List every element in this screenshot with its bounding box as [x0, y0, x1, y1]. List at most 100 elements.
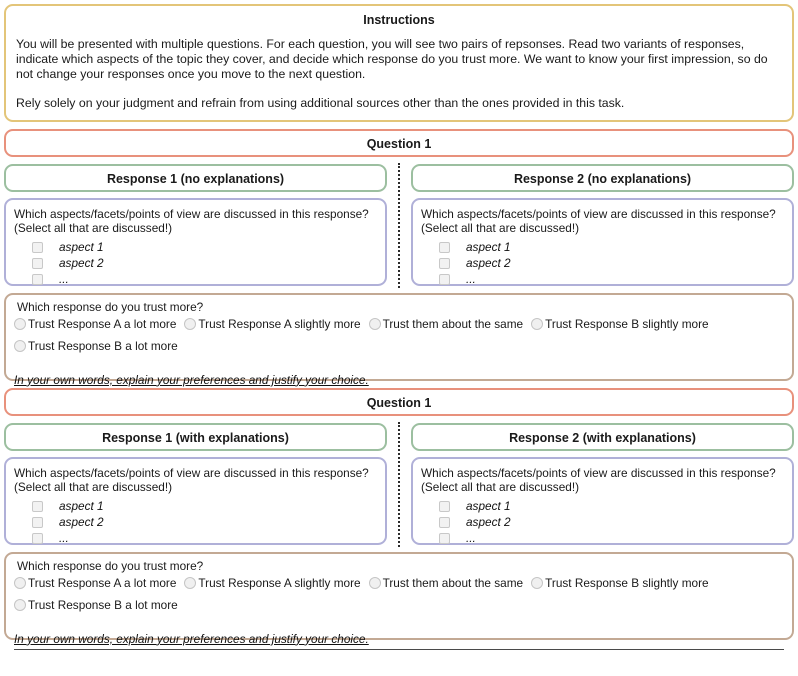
aspect-option[interactable]: aspect 2	[32, 255, 377, 271]
checkbox-icon[interactable]	[32, 500, 43, 512]
aspect-option[interactable]: ...	[439, 271, 784, 287]
trust-option-label: Trust Response B a lot more	[28, 338, 178, 353]
responses-columns: Response 1 (with explanations) Which asp…	[4, 422, 794, 546]
aspect-option[interactable]: ...	[32, 271, 377, 287]
checkbox-icon[interactable]	[439, 241, 450, 253]
trust-option[interactable]: Trust Response B slightly more	[531, 317, 709, 331]
question-banner: Question 1	[4, 128, 794, 157]
aspect-option[interactable]: aspect 1	[32, 239, 377, 255]
aspect-option-label: aspect 1	[59, 240, 104, 254]
aspect-option-label: ...	[59, 531, 69, 545]
instructions-paragraph-1: You will be presented with multiple ques…	[16, 37, 768, 82]
radio-icon[interactable]	[368, 576, 381, 589]
aspect-option[interactable]: aspect 2	[439, 255, 784, 271]
trust-option[interactable]: Trust them about the same	[368, 316, 524, 331]
aspect-option-label: ...	[59, 272, 69, 286]
response-right-header: Response 2 (with explanations)	[411, 422, 794, 451]
aspect-option[interactable]: aspect 2	[439, 514, 784, 530]
response-column-right: Response 2 (with explanations) Which asp…	[399, 422, 794, 546]
trust-option-label: Trust Response A a lot more	[28, 316, 177, 331]
trust-option-label: Trust them about the same	[382, 575, 524, 590]
aspect-prompt: Which aspects/facets/points of view are …	[421, 206, 776, 236]
radio-icon[interactable]	[184, 576, 197, 589]
checkbox-icon[interactable]	[32, 273, 43, 285]
response-column-left: Response 1 (no explanations) Which aspec…	[4, 163, 399, 287]
trust-question-label: Which response do you trust more?	[17, 558, 204, 573]
trust-question-label: Which response do you trust more?	[17, 299, 204, 314]
checkbox-icon[interactable]	[439, 516, 450, 528]
instructions-paragraph-2: Rely solely on your judgment and refrain…	[16, 95, 625, 110]
aspect-option-label: aspect 1	[59, 499, 104, 513]
aspect-option-label: aspect 2	[466, 515, 511, 529]
aspect-option[interactable]: ...	[32, 530, 377, 546]
checkbox-icon[interactable]	[32, 241, 43, 253]
response-column-right: Response 2 (no explanations) Which aspec…	[399, 163, 794, 287]
radio-icon[interactable]	[531, 317, 544, 330]
trust-option-label: Trust Response A slightly more	[198, 316, 361, 331]
aspect-option-label: aspect 1	[466, 240, 511, 254]
aspect-prompt: Which aspects/facets/points of view are …	[14, 206, 369, 236]
trust-option[interactable]: Trust Response B a lot more	[14, 339, 178, 353]
trust-option[interactable]: Trust Response A a lot more	[14, 576, 176, 590]
radio-icon[interactable]	[14, 576, 26, 589]
trust-radio-group[interactable]: Trust Response A a lot more Trust Respon…	[14, 574, 784, 618]
response-left-header: Response 1 (with explanations)	[4, 422, 387, 451]
question-block-2: Question 1 Response 1 (with explanations…	[4, 387, 794, 650]
checkbox-icon[interactable]	[439, 257, 450, 269]
trust-option-label: Trust Response A a lot more	[28, 575, 177, 590]
aspect-selection-right: Which aspects/facets/points of view are …	[411, 456, 794, 546]
aspect-selection-left: Which aspects/facets/points of view are …	[4, 197, 387, 287]
aspect-prompt: Which aspects/facets/points of view are …	[14, 465, 369, 495]
radio-icon[interactable]	[368, 317, 381, 330]
checkbox-icon[interactable]	[439, 532, 450, 544]
response-column-left: Response 1 (with explanations) Which asp…	[4, 422, 399, 546]
checkbox-icon[interactable]	[32, 516, 43, 528]
aspect-option-list: aspect 1 aspect 2 ...	[421, 498, 784, 546]
aspect-option[interactable]: ...	[439, 530, 784, 546]
explanation-placeholder: In your own words, explain your preferen…	[14, 631, 369, 646]
aspect-option[interactable]: aspect 2	[32, 514, 377, 530]
radio-icon[interactable]	[184, 317, 197, 330]
aspect-option-list: aspect 1 aspect 2 ...	[421, 239, 784, 287]
trust-option-label: Trust Response B a lot more	[28, 597, 178, 612]
checkbox-icon[interactable]	[439, 273, 450, 285]
checkbox-icon[interactable]	[32, 257, 43, 269]
responses-columns: Response 1 (no explanations) Which aspec…	[4, 163, 794, 287]
trust-option[interactable]: Trust Response A slightly more	[184, 575, 361, 590]
trust-option-label: Trust Response B slightly more	[545, 575, 709, 590]
radio-icon[interactable]	[14, 339, 26, 352]
instructions-title: Instructions	[363, 13, 435, 27]
checkbox-icon[interactable]	[439, 500, 450, 512]
trust-option[interactable]: Trust Response B slightly more	[531, 575, 709, 590]
aspect-option-label: aspect 1	[466, 499, 511, 513]
trust-option[interactable]: Trust Response A a lot more	[14, 317, 176, 331]
trust-option[interactable]: Trust Response A slightly more	[184, 316, 361, 331]
radio-icon[interactable]	[531, 576, 544, 589]
aspect-option-list: aspect 1 aspect 2 ...	[14, 239, 377, 287]
trust-option-label: Trust Response A slightly more	[198, 575, 361, 590]
aspect-prompt: Which aspects/facets/points of view are …	[421, 465, 776, 495]
explanation-input[interactable]: In your own words, explain your preferen…	[14, 630, 784, 650]
checkbox-icon[interactable]	[32, 532, 43, 544]
aspect-selection-left: Which aspects/facets/points of view are …	[4, 456, 387, 546]
radio-icon[interactable]	[14, 317, 26, 330]
aspect-option-label: aspect 2	[466, 256, 511, 270]
question-block-1: Question 1 Response 1 (no explanations) …	[4, 128, 794, 391]
response-right-header: Response 2 (no explanations)	[411, 163, 794, 192]
trust-radio-group[interactable]: Trust Response A a lot more Trust Respon…	[14, 315, 784, 359]
instructions-panel: Instructions You will be presented with …	[4, 4, 794, 122]
explanation-placeholder: In your own words, explain your preferen…	[14, 372, 369, 387]
trust-option[interactable]: Trust them about the same	[368, 575, 524, 590]
question-banner: Question 1	[4, 387, 794, 416]
aspect-option-label: aspect 2	[59, 256, 104, 270]
aspect-option[interactable]: aspect 1	[32, 498, 377, 514]
aspect-option[interactable]: aspect 1	[439, 498, 784, 514]
trust-panel: Which response do you trust more? Trust …	[4, 551, 794, 650]
aspect-option[interactable]: aspect 1	[439, 239, 784, 255]
trust-option[interactable]: Trust Response B a lot more	[14, 598, 178, 612]
aspect-selection-right: Which aspects/facets/points of view are …	[411, 197, 794, 287]
trust-option-label: Trust them about the same	[382, 316, 524, 331]
radio-icon[interactable]	[14, 598, 26, 611]
aspect-option-label: ...	[466, 531, 476, 545]
